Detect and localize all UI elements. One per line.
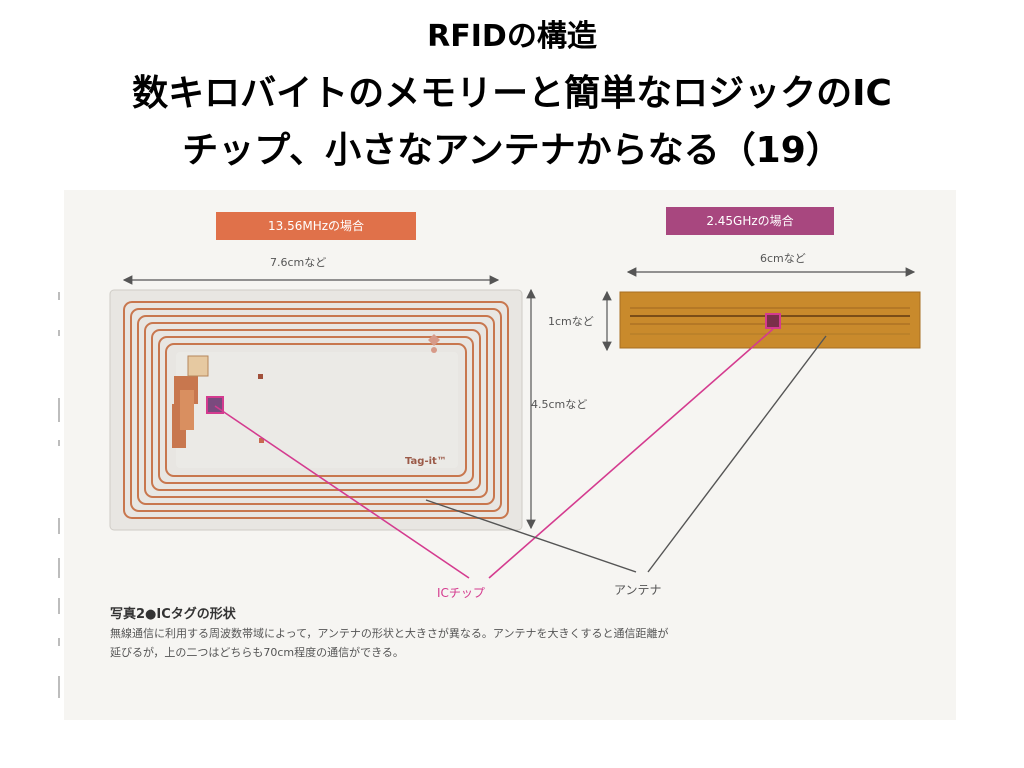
uhf-tag-strip bbox=[619, 291, 921, 349]
hf-tag-card bbox=[109, 289, 523, 531]
antenna-pointer-uhf bbox=[647, 335, 827, 573]
rfid-tag-photo: 13.56MHzの場合 2.45GHzの場合 7.6cmなど 6cmなど 1cm… bbox=[64, 190, 956, 720]
ic-chip-label: ICチップ bbox=[437, 586, 485, 600]
rfid-tag-illustration bbox=[109, 267, 921, 579]
hf-frequency-label: 13.56MHzの場合 bbox=[216, 212, 416, 240]
antenna-pointer-hf bbox=[425, 499, 637, 573]
hf-width-label: 7.6cmなど bbox=[270, 256, 327, 269]
ic-pointer-uhf bbox=[488, 328, 774, 579]
antenna-label: アンテナ bbox=[614, 583, 662, 597]
photo-caption-line-2: 延びるが，上の二つはどちらも70cm程度の通信ができる。 bbox=[110, 646, 404, 659]
card-logo: Tag-it™ bbox=[405, 456, 447, 467]
ic-pointer-hf bbox=[214, 405, 470, 579]
uhf-frequency-label: 2.45GHzの場合 bbox=[666, 207, 834, 235]
photo-caption-body: 無線通信に利用する周波数帯域によって，アンテナの形状と大きさが異なる。アンテナを… bbox=[110, 624, 940, 662]
hf-height-label: 4.5cmなど bbox=[531, 398, 588, 411]
photo-caption-line-1: 無線通信に利用する周波数帯域によって，アンテナの形状と大きさが異なる。アンテナを… bbox=[110, 627, 669, 640]
scan-margin-marks bbox=[58, 280, 64, 700]
uhf-height-label: 1cmなど bbox=[548, 315, 594, 328]
slide-subtitle-line-2: チップ、小さなアンテナからなる（19） bbox=[182, 130, 842, 171]
photo-caption-title: 写真2●ICタグの形状 bbox=[110, 607, 236, 622]
slide-title: RFIDの構造 bbox=[427, 19, 597, 54]
uhf-width-label: 6cmなど bbox=[760, 252, 806, 265]
slide-subtitle-line-1: 数キロバイトのメモリーと簡単なロジックのIC bbox=[132, 73, 892, 114]
